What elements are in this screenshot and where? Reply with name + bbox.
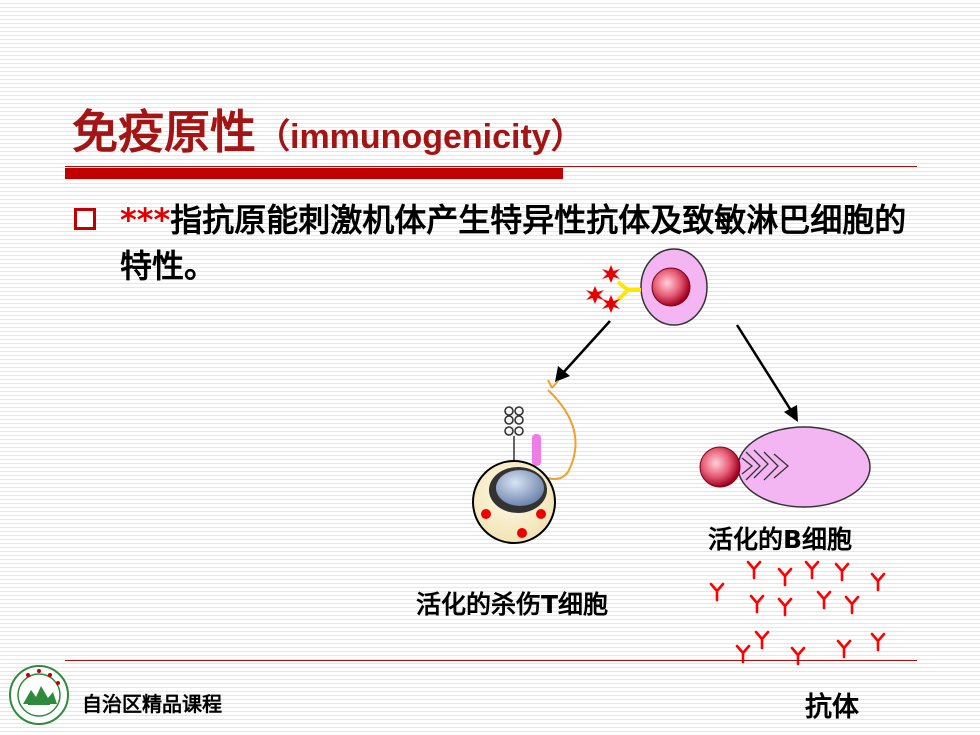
title-accent-bar xyxy=(65,168,563,179)
emphasis-stars: *** xyxy=(120,201,171,239)
footer-divider xyxy=(65,660,917,661)
bullet-square-icon xyxy=(74,208,96,230)
slide-title: 免疫原性（immunogenicity） xyxy=(72,96,585,162)
definition-text: ***指抗原能刺激机体产生特异性抗体及致敏淋巴细胞的特性。 xyxy=(120,197,920,289)
antigen-presenting-cell xyxy=(616,248,708,326)
antibody-label: 抗体 xyxy=(805,692,859,723)
title-chinese: 免疫原性 xyxy=(72,105,256,159)
course-label: 自治区精品课程 xyxy=(82,692,222,716)
title-underline xyxy=(65,166,917,167)
university-logo-icon xyxy=(9,665,69,725)
activated-t-cell xyxy=(472,379,577,544)
title-english: （immunogenicity） xyxy=(256,118,585,156)
arrow-to-b-cell xyxy=(735,324,798,422)
b-cell-label: 活化的B细胞 xyxy=(708,525,853,554)
activated-b-cell xyxy=(699,426,871,508)
antibody-icons xyxy=(709,560,886,666)
arrow-to-t-cell xyxy=(555,320,611,382)
antigen-burst-icons xyxy=(586,265,620,313)
definition-body: 指抗原能刺激机体产生特异性抗体及致敏淋巴细胞的特性。 xyxy=(120,201,907,285)
t-cell-label: 活化的杀伤T细胞 xyxy=(416,590,609,619)
